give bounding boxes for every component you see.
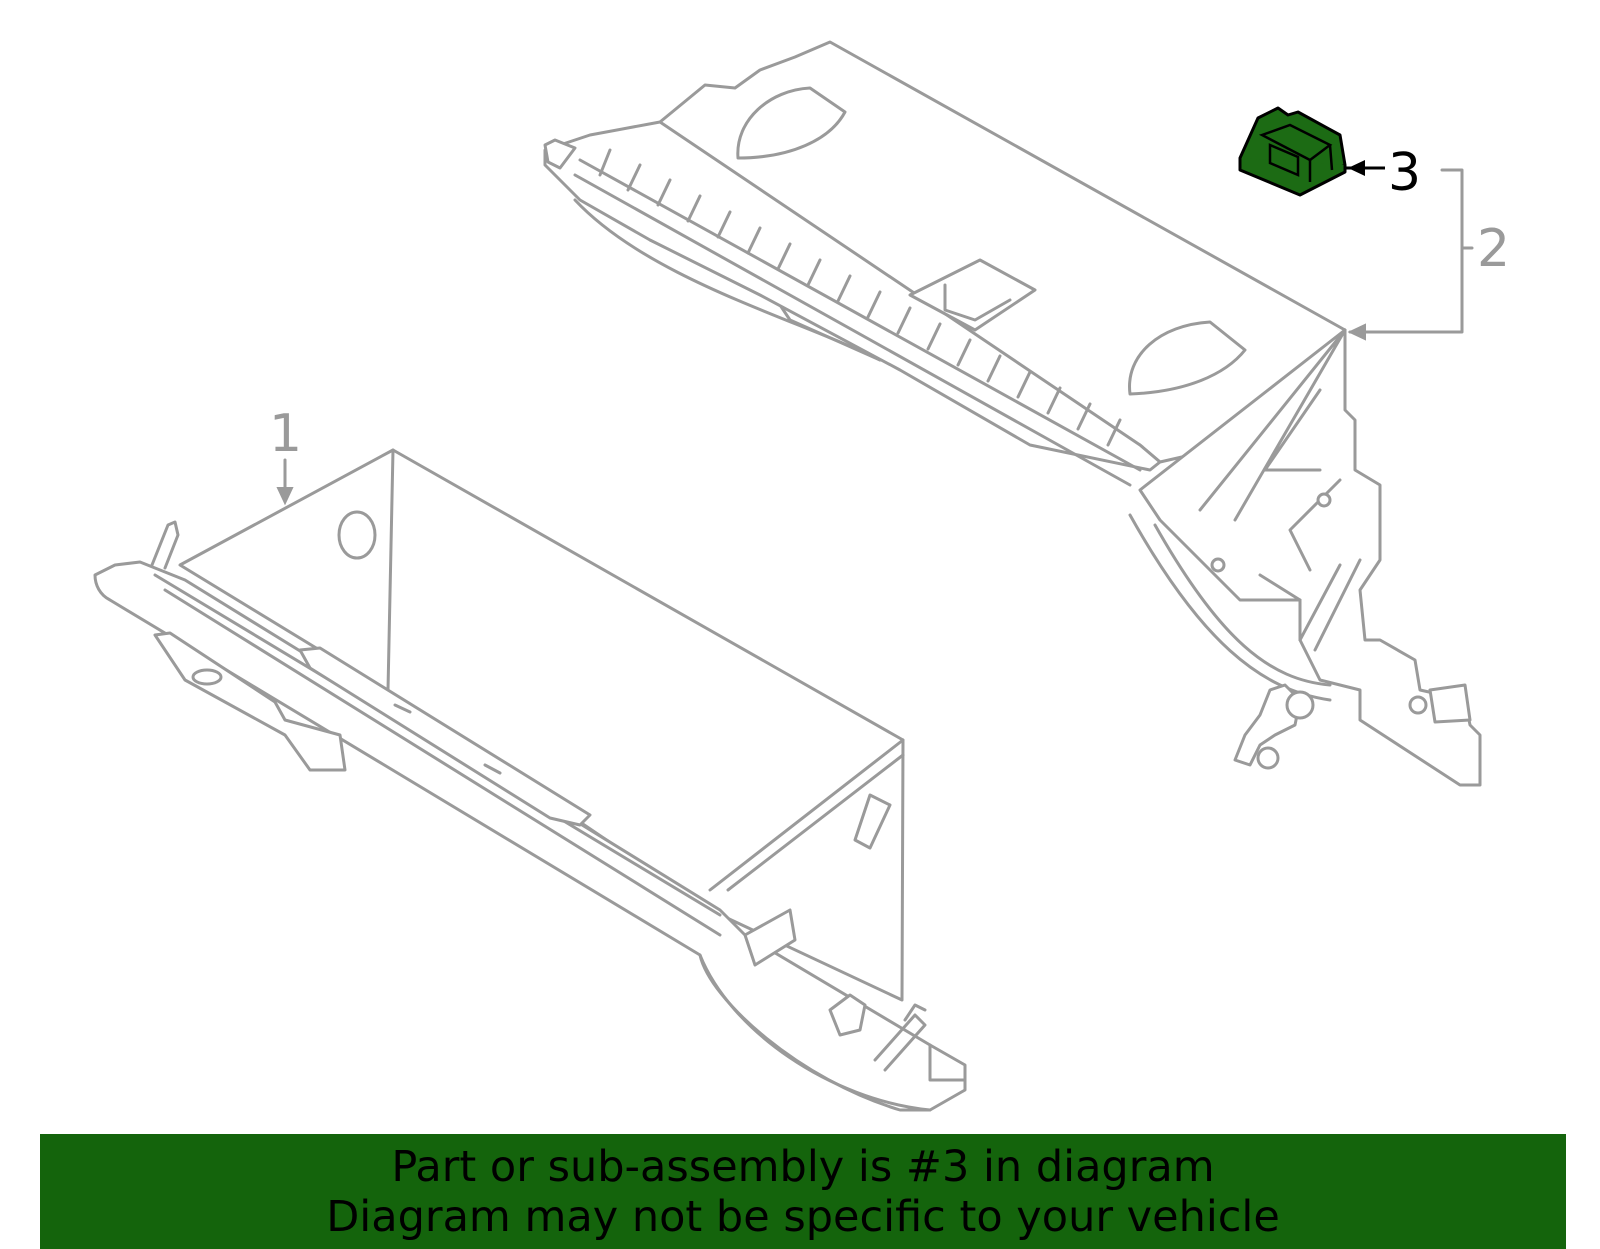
banner-line-2: Diagram may not be specific to your vehi…	[326, 1192, 1280, 1242]
banner-line-1: Part or sub-assembly is #3 in diagram	[391, 1142, 1215, 1192]
callout-2-label: 2	[1477, 219, 1510, 279]
callout-3-leader	[1345, 160, 1385, 176]
callout-1-label: 1	[269, 404, 302, 464]
callout-1-leader	[276, 458, 294, 506]
part-1-glovebox-bin	[93, 448, 967, 1112]
callout-2-leader	[1347, 168, 1474, 341]
info-banner: Part or sub-assembly is #3 in diagram Di…	[40, 1134, 1566, 1249]
callout-3-label: 3	[1388, 143, 1421, 203]
part-2-glovebox-housing	[543, 40, 1482, 787]
part-3-highlighted-component	[1238, 106, 1347, 197]
